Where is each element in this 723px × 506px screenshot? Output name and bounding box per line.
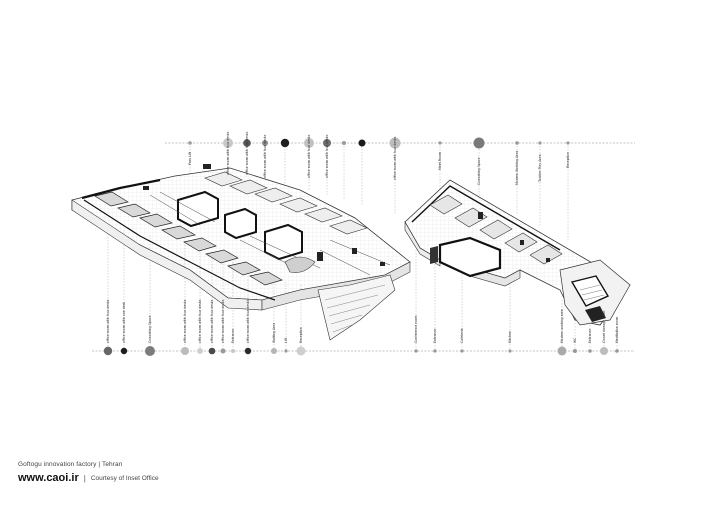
bottom-label: office room with four desks (210, 299, 214, 343)
caption-credit-row: www.caoi.ir | Courtesy of Inset Office (18, 472, 159, 484)
bottom-markers (103, 346, 619, 356)
bottom-label: office room with four desks (246, 299, 250, 343)
bottom-label: Closet storage room (602, 311, 606, 343)
top-label: Reception (566, 152, 570, 168)
project-name: Goftogu innovation factory (18, 461, 97, 468)
top-label: Meet Room (438, 152, 442, 170)
bottom-label: office room with four desks (221, 299, 225, 343)
top-label: Modern Working Area (515, 151, 519, 185)
bottom-label: Entrance (433, 329, 437, 343)
bottom-label: office room with one desk (122, 302, 126, 343)
bottom-labels: office room with four desks office room … (106, 299, 619, 343)
left-wing-plan (71, 164, 411, 341)
top-label: Pass Lift (188, 151, 192, 165)
brand-link[interactable]: www.caoi.ir (18, 472, 79, 484)
bottom-label: WC (573, 337, 577, 343)
caption-divider: | (98, 461, 101, 468)
top-label: office room with four desks (263, 134, 267, 178)
top-label: Coworking Space (477, 157, 481, 185)
right-wing-plan (404, 179, 631, 326)
bottom-label: Entrance (231, 329, 235, 343)
bottom-label: Kitchen (508, 331, 512, 343)
bottom-label: Lift (284, 337, 288, 343)
top-label: office room with four desks (325, 134, 329, 178)
bottom-label: Modern working area (560, 309, 564, 343)
top-label: Toddler Play Area (538, 154, 542, 183)
top-markers (188, 137, 570, 149)
bottom-label: Reception (299, 327, 303, 343)
credit-divider: | (83, 473, 86, 483)
bottom-label: Meditation room (615, 317, 619, 343)
project-location: Tehran (101, 461, 123, 468)
bottom-label: Coworking Space (148, 315, 152, 343)
bottom-label: Waiting Area (272, 323, 276, 343)
bottom-label: Cafeteria (460, 328, 464, 343)
image-credit: Courtesy of Inset Office (90, 474, 159, 482)
bottom-label: Conference room (414, 316, 418, 343)
top-label: office room with four desks (393, 136, 397, 180)
caption-title: Goftogu innovation factory | Tehran (18, 461, 122, 468)
bottom-label: office room with four desks (183, 299, 187, 343)
bottom-label: office room with four desks (198, 299, 202, 343)
top-labels: Pass Lift office room with four desks of… (188, 131, 570, 185)
top-label: office room with four desks (226, 131, 230, 175)
bottom-label: Entrance (588, 329, 592, 343)
top-label: office room with four desks (245, 131, 249, 175)
top-label: office room with four desks (307, 134, 311, 178)
bottom-label: office room with four desks (106, 299, 110, 343)
